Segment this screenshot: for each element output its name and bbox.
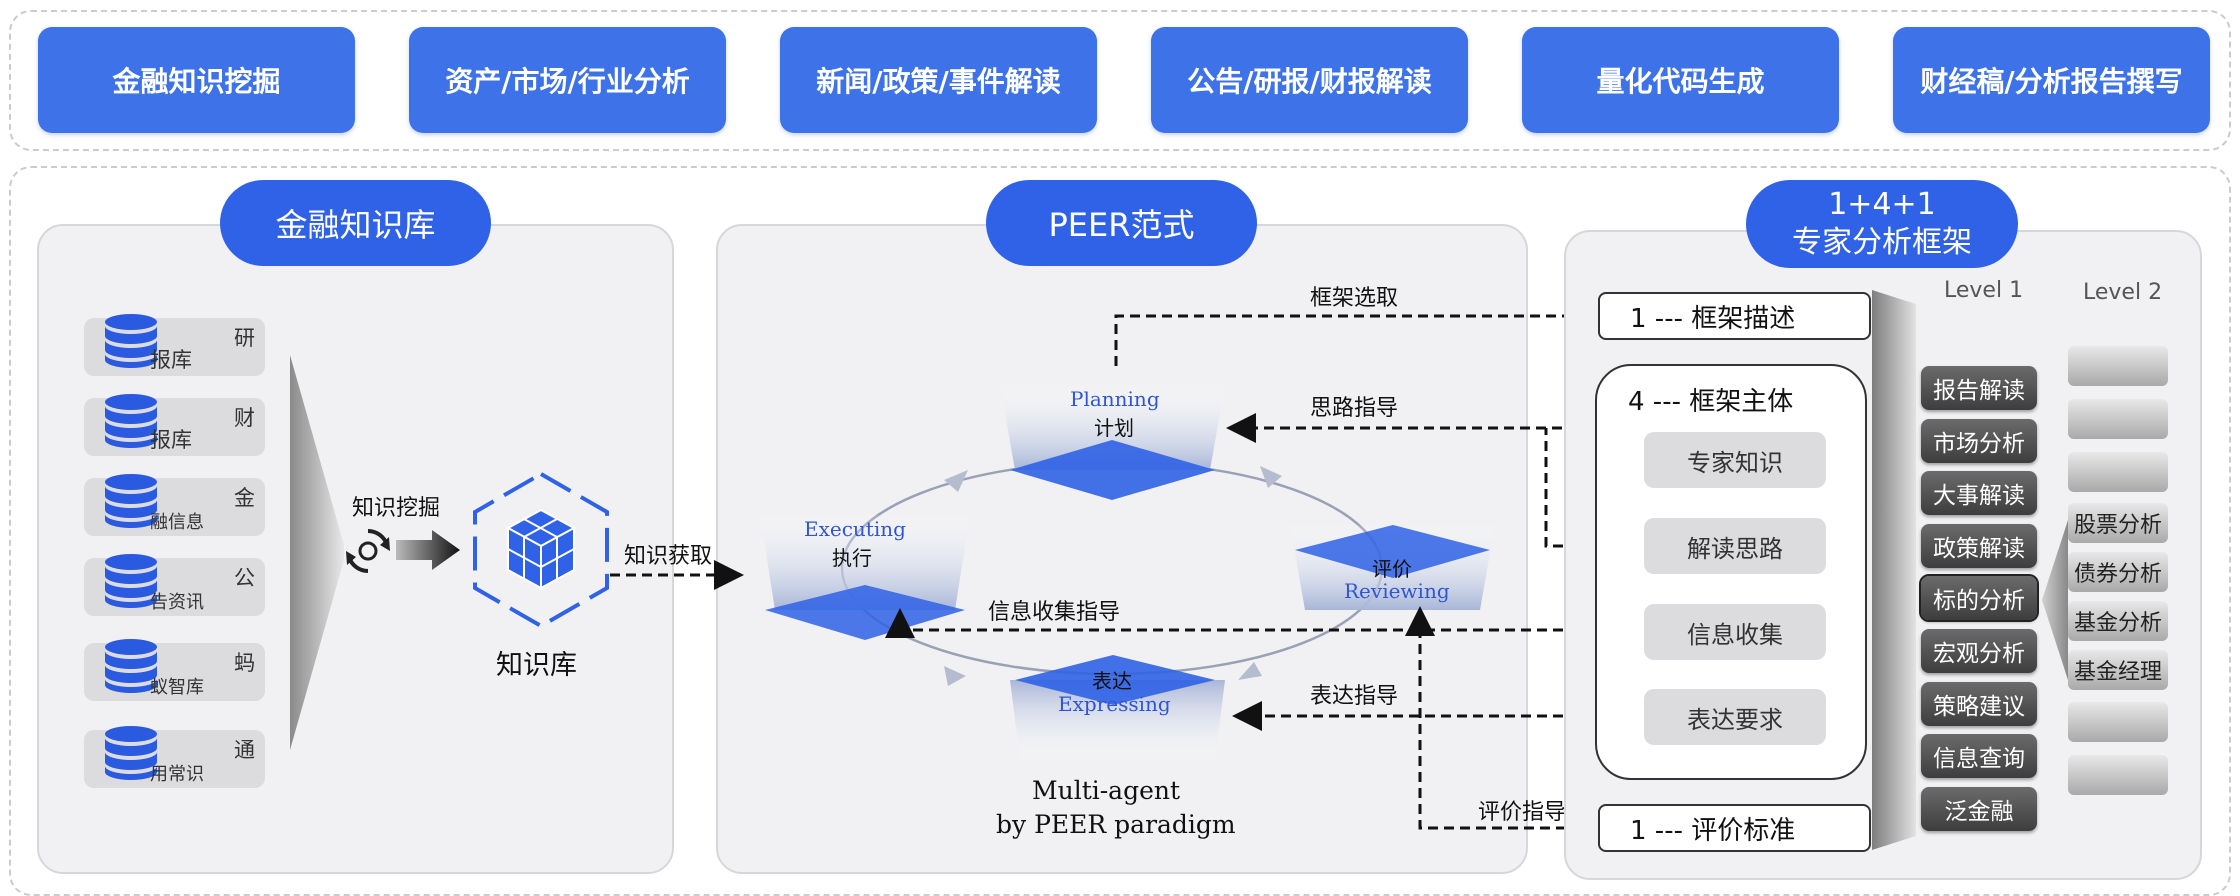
- peer-caption-line1: Multi-agent: [1032, 776, 1181, 805]
- expression-guide-label: 表达指导: [1310, 684, 1399, 709]
- database-label-rest: 融信息: [150, 512, 204, 533]
- framework-select-label: 框架选取: [1310, 286, 1399, 311]
- level2-fund-analysis[interactable]: 基金分析: [2068, 601, 2168, 641]
- expert-framework-title-line2: 专家分析框架: [1792, 225, 1972, 260]
- level1-target-analysis[interactable]: 标的分析: [1919, 574, 2039, 622]
- database-label-rest: 告资讯: [150, 592, 204, 613]
- level1-policy-interpretation[interactable]: 政策解读: [1921, 524, 2037, 568]
- peer-title: PEER范式: [986, 180, 1257, 266]
- database-icon: [105, 554, 157, 608]
- executing-zh-label: 执行: [832, 546, 872, 570]
- database-label-rest: 报库: [150, 428, 192, 452]
- level2-blank-1[interactable]: [2068, 346, 2168, 386]
- capability-asset-market-industry-analysis[interactable]: 资产/市场/行业分析: [409, 27, 726, 133]
- level2-blank-3[interactable]: [2068, 452, 2168, 492]
- database-label-first: 财: [234, 406, 255, 430]
- knowledge-funnel-shape: [290, 355, 344, 750]
- capability-report-writing[interactable]: 财经稿/分析报告撰写: [1893, 27, 2210, 133]
- level2-fund-manager[interactable]: 基金经理: [2068, 650, 2168, 690]
- database-general-knowledge[interactable]: 通 用常识: [84, 726, 265, 788]
- level1-major-events[interactable]: 大事解读: [1921, 471, 2037, 515]
- information-collection-item[interactable]: 信息收集: [1644, 604, 1826, 660]
- knowledge-mining-label: 知识挖掘: [352, 496, 441, 521]
- capability-row-frame: [9, 10, 2231, 151]
- level2-stock-analysis[interactable]: 股票分析: [2068, 503, 2168, 543]
- database-label-first: 研: [234, 326, 255, 350]
- peer-cycle-diagram: [610, 301, 1737, 830]
- database-label-first: 公: [234, 566, 255, 590]
- expert-framework-title: 1+4+1 专家分析框架: [1746, 180, 2018, 268]
- database-ant-think-tank[interactable]: 蚂 蚁智库: [84, 639, 265, 701]
- planning-zh-label: 计划: [1094, 416, 1134, 440]
- database-icon: [105, 639, 157, 693]
- database-label-rest: 报库: [150, 348, 192, 372]
- refresh-cycle-icon: [346, 529, 390, 573]
- capability-financial-knowledge-mining[interactable]: 金融知识挖掘: [38, 27, 355, 133]
- expressing-zh-label: 表达: [1092, 669, 1132, 693]
- executing-en-label: Executing: [804, 517, 906, 541]
- database-icon: [105, 726, 157, 780]
- level1-macro-analysis[interactable]: 宏观分析: [1921, 629, 2037, 673]
- knowledge-base-label: 知识库: [496, 650, 577, 681]
- knowledge-base-cube-icon: [473, 471, 609, 629]
- framework-slab-shape: [1872, 290, 1916, 850]
- expression-requirement-item[interactable]: 表达要求: [1644, 689, 1826, 745]
- database-label-rest: 用常识: [150, 764, 204, 785]
- database-label-first: 金: [234, 486, 255, 510]
- capability-news-policy-event-interpretation[interactable]: 新闻/政策/事件解读: [780, 27, 1097, 133]
- database-research-reports[interactable]: 研 报库: [84, 314, 265, 376]
- database-label-first: 通: [234, 738, 255, 762]
- framework-main-label: 4 --- 框架主体: [1628, 387, 1794, 417]
- planning-en-label: Planning: [1070, 387, 1160, 411]
- database-icon: [105, 394, 157, 448]
- database-icon: [105, 474, 157, 528]
- database-financial-information[interactable]: 金 融信息: [84, 474, 265, 536]
- level2-bond-analysis[interactable]: 债券分析: [2068, 552, 2168, 592]
- level2-blank-4[interactable]: [2068, 702, 2168, 742]
- info-collection-guide-label: 信息收集指导: [988, 600, 1121, 625]
- level1-report-interpretation[interactable]: 报告解读: [1921, 366, 2037, 410]
- expressing-en-label: Expressing: [1058, 692, 1171, 716]
- reviewing-en-label: Reviewing: [1344, 579, 1450, 603]
- level1-header: Level 1: [1944, 278, 2024, 303]
- level1-market-analysis[interactable]: 市场分析: [1921, 419, 2037, 463]
- capability-announcement-research-report-interpretation[interactable]: 公告/研报/财报解读: [1151, 27, 1468, 133]
- capability-quant-code-generation[interactable]: 量化代码生成: [1522, 27, 1839, 133]
- reviewing-zh-label: 评价: [1372, 557, 1412, 581]
- level1-information-query[interactable]: 信息查询: [1921, 734, 2037, 778]
- expert-framework-title-line1: 1+4+1: [1828, 187, 1936, 222]
- level-connector-shape: [2042, 520, 2068, 680]
- database-financial-statements[interactable]: 财 报库: [84, 394, 265, 456]
- level1-strategy-advice[interactable]: 策略建议: [1921, 682, 2037, 726]
- review-guide-label: 评价指导: [1478, 800, 1567, 825]
- level2-blank-2[interactable]: [2068, 399, 2168, 439]
- evaluation-criteria-box[interactable]: 1 --- 评价标准: [1598, 804, 1871, 852]
- knowledge-base-title: 金融知识库: [220, 180, 491, 266]
- interpretation-approach-item[interactable]: 解读思路: [1644, 518, 1826, 574]
- framework-description-box[interactable]: 1 --- 框架描述: [1598, 292, 1871, 340]
- level2-header: Level 2: [2083, 280, 2163, 305]
- peer-caption-line2: by PEER paradigm: [996, 810, 1236, 839]
- knowledge-acquire-label: 知识获取: [624, 544, 713, 569]
- database-announcements[interactable]: 公 告资讯: [84, 554, 265, 616]
- level2-blank-5[interactable]: [2068, 755, 2168, 795]
- database-icon: [105, 314, 157, 368]
- level1-general-finance[interactable]: 泛金融: [1921, 787, 2037, 831]
- thinking-guide-label: 思路指导: [1310, 396, 1399, 421]
- database-label-rest: 蚁智库: [150, 677, 204, 698]
- expert-knowledge-item[interactable]: 专家知识: [1644, 432, 1826, 488]
- mining-arrow-icon: [396, 530, 460, 570]
- database-label-first: 蚂: [234, 651, 255, 675]
